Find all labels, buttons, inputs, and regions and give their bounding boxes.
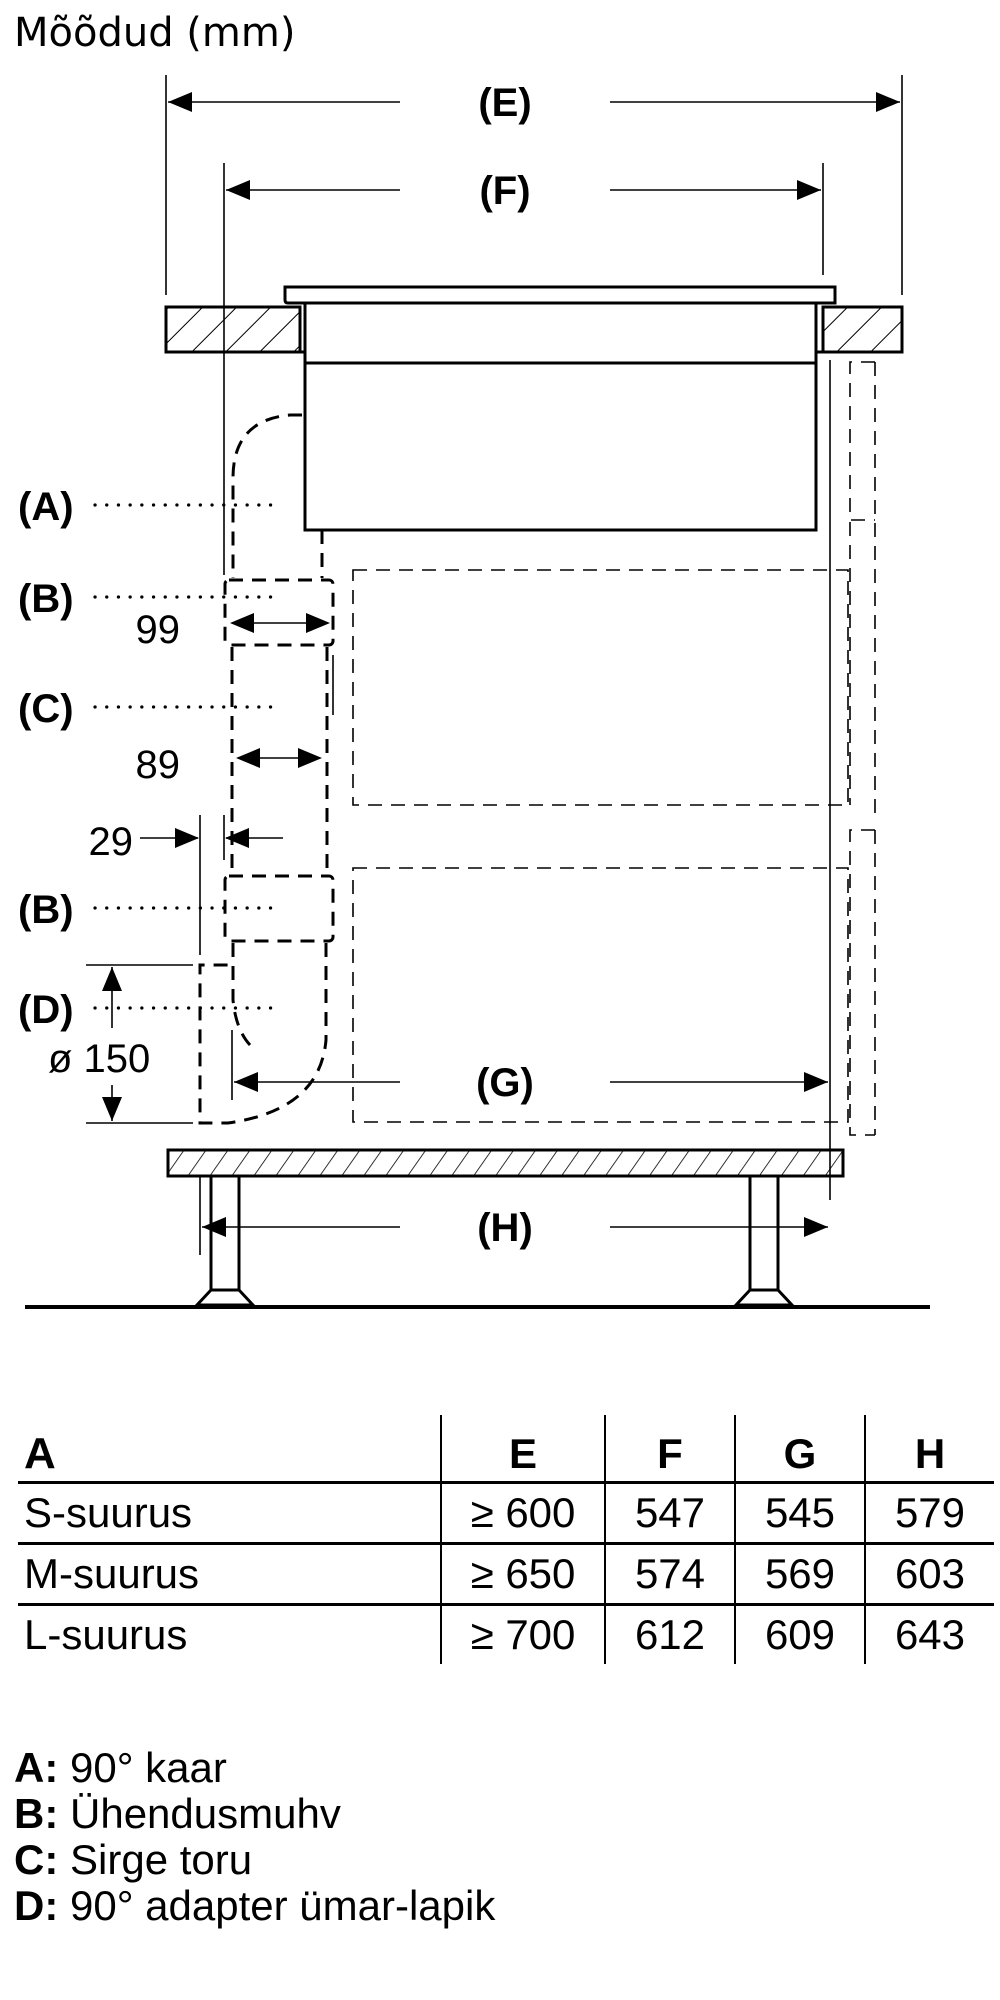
elbow-a [231,413,302,578]
worktop-left [164,305,302,354]
table-header-g: G [734,1415,865,1483]
callout-b-upper: (B) [18,577,74,621]
dimension-f: (F) [223,163,824,575]
table-header-size: A [24,1429,56,1478]
table-row: M-suurus ≥ 650 574 569 603 [18,1542,994,1605]
table-cell-h: 643 [864,1603,994,1664]
dimension-diameter-label: ø 150 [48,1037,150,1081]
dimension-e: (E) [165,75,903,295]
table-cell-g: 569 [734,1542,865,1605]
legend-text: Sirge toru [70,1836,253,1883]
legend-key: A: [14,1744,59,1791]
page-title: Mõõdud (mm) [14,10,296,56]
legend-text: Ühendusmuhv [70,1790,341,1837]
table-cell-size: M-suurus [18,1542,441,1605]
legend-text: 90° kaar [70,1744,227,1791]
leg-right [732,1174,796,1307]
table-header-f: F [604,1415,735,1483]
table-cell-size: S-suurus [18,1481,441,1544]
dimension-h: (H) [199,1176,828,1255]
callout-a: (A) [18,485,74,529]
table-cell-f: 547 [604,1481,735,1544]
callout-d: (D) [18,988,74,1032]
table-header-h: H [864,1415,994,1483]
installation-drawing: (E) (F) [18,75,930,1309]
table-cell-size: L-suurus [18,1603,441,1664]
dimension-f-label: (F) [479,169,530,213]
table-cell-h: 579 [864,1481,994,1544]
worktop-right [821,305,904,354]
adapter-d-outer [198,943,328,1125]
dimension-29: 29 [89,815,283,955]
parts-legend: A: 90° kaar B: Ühendusmuhv C: Sirge toru… [14,1745,495,1929]
legend-item: A: 90° kaar [14,1745,495,1791]
table-cell-g: 545 [734,1481,865,1544]
table-cell-e: ≥ 600 [440,1481,605,1544]
dimension-g: (G) [231,1030,828,1105]
legend-key: C: [14,1836,59,1883]
dimension-g-label: (G) [476,1061,534,1105]
dimensions-table: A E F G H S-suurus ≥ 600 547 545 579 M-s… [18,1415,994,1664]
table-header-row: A E F G H [18,1415,994,1483]
dimension-89: 89 [136,743,322,787]
table-row: S-suurus ≥ 600 547 545 579 [18,1481,994,1544]
table-cell-f: 574 [604,1542,735,1605]
drawer-upper [352,569,849,806]
table-row: L-suurus ≥ 700 612 609 643 [18,1603,994,1664]
legend-item: B: Ühendusmuhv [14,1791,495,1837]
legend-text: 90° adapter ümar-lapik [70,1882,496,1929]
collar-b-lower [223,874,335,943]
table-cell-f: 612 [604,1603,735,1664]
dimension-99-label: 99 [136,608,181,652]
collar-b-upper [223,578,335,647]
table-cell-g: 609 [734,1603,865,1664]
table-cell-e: ≥ 700 [440,1603,605,1664]
adapter-d-inner [231,943,252,1047]
dimension-89-label: 89 [136,743,181,787]
legend-key: B: [14,1790,59,1837]
drawer-lower [352,867,849,1123]
legend-key: D: [14,1882,59,1929]
callout-c: (C) [18,687,74,731]
legend-item: D: 90° adapter ümar-lapik [14,1883,495,1929]
dimension-e-label: (E) [478,81,531,125]
table-cell-e: ≥ 650 [440,1542,605,1605]
dimension-29-label: 29 [89,820,134,864]
dimension-99: 99 [136,608,330,652]
dimension-h-label: (H) [477,1206,533,1250]
leg-left [193,1174,257,1307]
cabinet-back-strip [849,361,876,1136]
legend-item: C: Sirge toru [14,1837,495,1883]
bottom-shelf [166,1148,845,1178]
dimension-diameter: ø 150 [48,964,193,1124]
callout-b-lower: (B) [18,888,74,932]
table-header-e: E [440,1415,605,1483]
table-cell-h: 603 [864,1542,994,1605]
hob [283,285,837,532]
